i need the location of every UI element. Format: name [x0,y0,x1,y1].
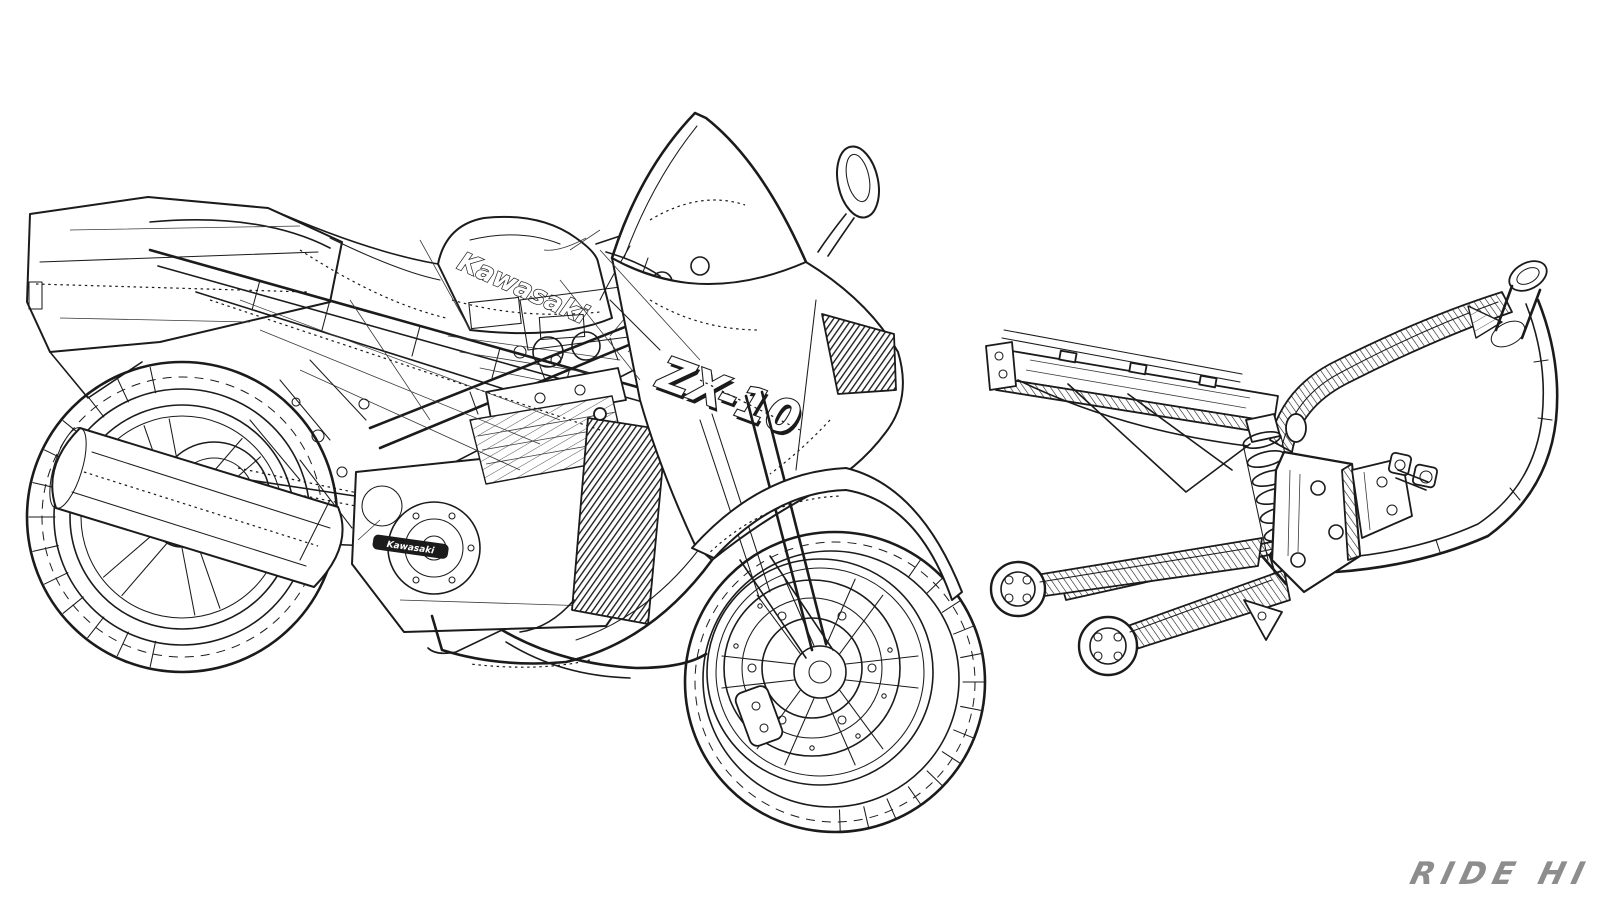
front-wheel [683,530,987,834]
windscreen [610,111,808,286]
motorcycle-cutaway-figure: Kawasaki [25,111,987,834]
front-brake-disc [723,579,901,757]
watermark-text: RIDE HI [1406,856,1594,891]
mirror [817,145,880,257]
radiator [519,391,707,633]
front-fender [691,467,963,601]
frame-swingarm-figure [985,260,1559,677]
steering-head [1490,260,1548,348]
headlight [821,313,897,395]
muffler [49,427,344,588]
ride-hi-watermark: RIDE HI [1406,856,1594,891]
front-fairing: ZX-10 ZX-10 [430,257,904,668]
tail-light [28,281,43,310]
cutaway-detail-lines [209,239,801,561]
subframe [985,329,1279,493]
brake-caliper [734,685,784,747]
tail-cowl [26,196,343,399]
engine-cover-badge: Kawasaki [372,534,449,559]
exhaust-headers [427,628,708,679]
pivot-bracket [1243,450,1438,641]
seat [267,207,447,319]
swingarm [989,537,1291,677]
front-fork [699,390,834,659]
fuel-tank: Kawasaki [437,215,613,335]
